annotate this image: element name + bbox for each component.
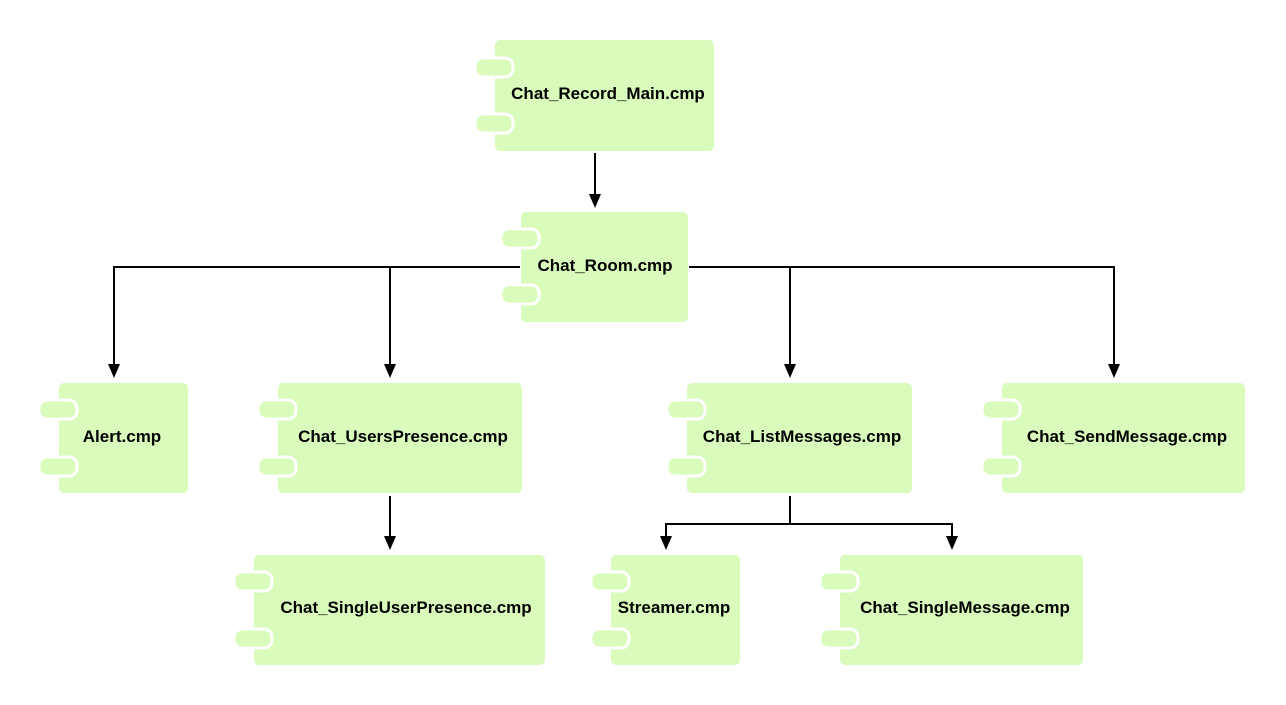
component-chat-single-message[interactable]: Chat_SingleMessage.cmp: [818, 555, 1083, 665]
component-label: Chat_UsersPresence.cmp: [298, 427, 508, 446]
component-chat-single-user-presence[interactable]: Chat_SingleUserPresence.cmp: [232, 555, 545, 665]
component-label: Chat_SingleUserPresence.cmp: [280, 598, 531, 617]
component-port-icon: [499, 283, 541, 306]
component-label: Chat_ListMessages.cmp: [703, 427, 901, 446]
component-label: Chat_SendMessage.cmp: [1027, 427, 1227, 446]
edge-room-to-users-presence: [384, 267, 396, 378]
edge-users-presence-to-single-user-presence: [384, 496, 396, 550]
component-port-icon: [37, 398, 79, 421]
component-port-icon: [818, 570, 860, 593]
component-port-icon: [980, 398, 1022, 421]
component-port-icon: [665, 398, 707, 421]
edge-room-to-send-message: [790, 266, 1120, 378]
component-label: Streamer.cmp: [618, 598, 730, 617]
component-label: Alert.cmp: [83, 427, 161, 446]
component-label: Chat_Record_Main.cmp: [511, 84, 705, 103]
component-port-icon: [232, 570, 274, 593]
component-label: Chat_Room.cmp: [537, 256, 672, 275]
connectors: [108, 153, 1120, 550]
component-port-icon: [499, 227, 541, 250]
component-chat-record-main[interactable]: Chat_Record_Main.cmp: [473, 40, 714, 151]
component-port-icon: [232, 627, 274, 650]
component-port-icon: [256, 455, 298, 478]
component-port-icon: [589, 570, 631, 593]
component-port-icon: [473, 112, 515, 135]
component-chat-users-presence[interactable]: Chat_UsersPresence.cmp: [256, 383, 522, 493]
component-port-icon: [37, 455, 79, 478]
component-chat-send-message[interactable]: Chat_SendMessage.cmp: [980, 383, 1245, 493]
component-streamer[interactable]: Streamer.cmp: [589, 555, 740, 665]
edge-list-messages-to-streamer: [660, 496, 791, 550]
component-chat-list-messages[interactable]: Chat_ListMessages.cmp: [665, 383, 912, 493]
component-alert[interactable]: Alert.cmp: [37, 383, 188, 493]
component-port-icon: [980, 455, 1022, 478]
component-label: Chat_SingleMessage.cmp: [860, 598, 1070, 617]
edge-list-messages-to-single-message: [790, 523, 958, 550]
component-port-icon: [473, 56, 515, 79]
component-port-icon: [589, 627, 631, 650]
component-port-icon: [665, 455, 707, 478]
edge-room-to-list-messages: [689, 266, 796, 378]
component-port-icon: [256, 398, 298, 421]
component-port-icon: [818, 627, 860, 650]
edge-record-main-to-room: [589, 153, 601, 208]
component-chat-room[interactable]: Chat_Room.cmp: [499, 212, 688, 322]
edge-room-to-alert: [108, 266, 520, 378]
